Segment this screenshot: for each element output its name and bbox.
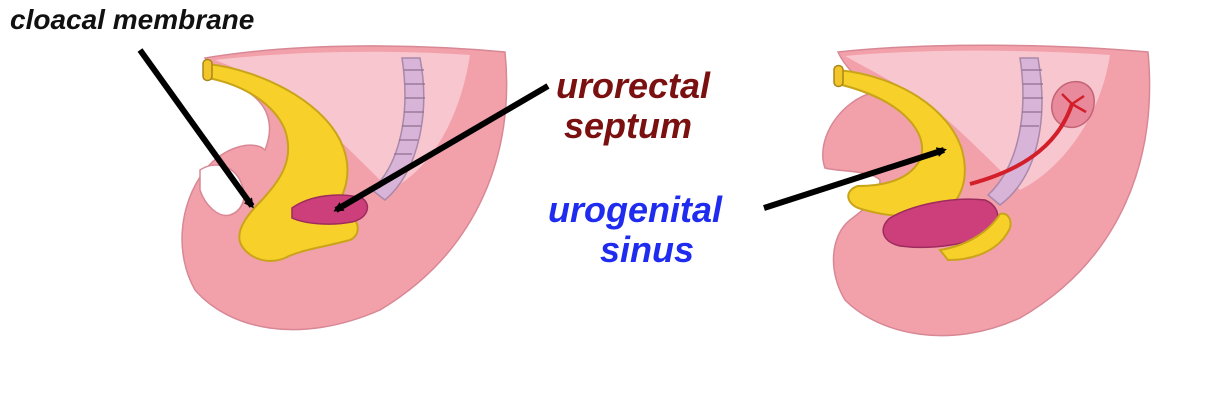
urorectal-septum-label: urorectal septum	[556, 66, 710, 146]
urogenital-sinus-line2: sinus	[600, 230, 722, 270]
cloacal-membrane-text: cloacal membrane	[10, 4, 254, 35]
cloacal-membrane-label: cloacal membrane	[10, 0, 254, 40]
urogenital-sinus-line1: urogenital	[548, 189, 722, 230]
left-embryo	[182, 46, 507, 330]
right-gut-tip	[834, 66, 843, 87]
urorectal-septum-line1: urorectal	[556, 65, 710, 106]
urogenital-sinus-label: urogenital sinus	[548, 190, 722, 270]
right-embryo	[823, 45, 1150, 335]
urorectal-septum-line2: septum	[564, 106, 710, 146]
left-gut-tip	[203, 60, 212, 81]
